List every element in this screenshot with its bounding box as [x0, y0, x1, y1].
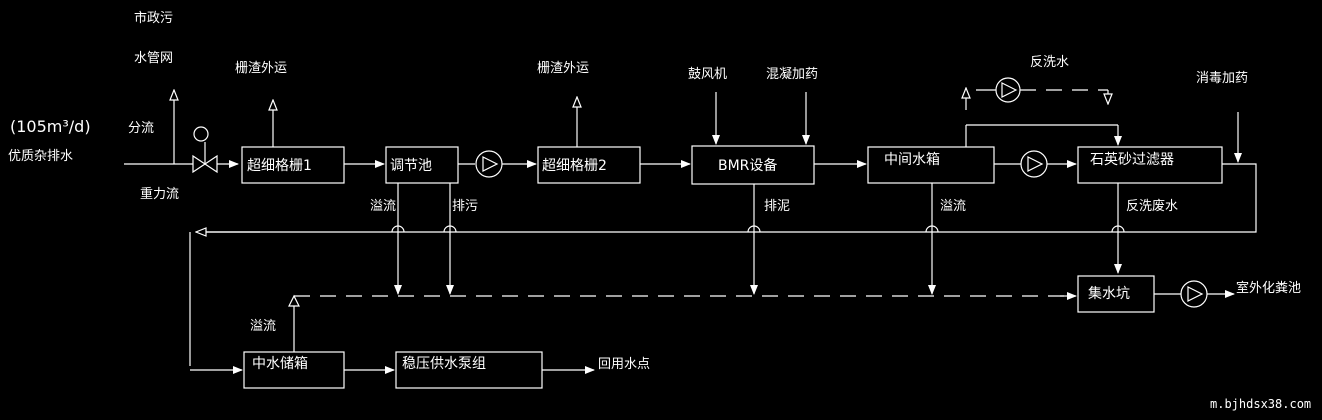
reclaimed-tank-box[interactable] [243, 351, 345, 389]
intermediate-tank-box[interactable] [867, 146, 995, 184]
watermark-text: m.bjhdsx38.com [1210, 397, 1311, 411]
screenings-out-1-label: 栅渣外运 [235, 61, 287, 76]
screen2-label: 超细格栅2 [542, 158, 607, 174]
municipal-label-line1: 市政污 [134, 10, 173, 26]
pump4-icon[interactable] [1180, 280, 1208, 308]
drain-eq-label: 排污 [452, 199, 478, 214]
booster-pumps-box[interactable] [395, 351, 543, 389]
bmr-label: BMR设备 [718, 157, 777, 174]
sand-filter-box[interactable] [1077, 146, 1223, 184]
overflow-eq-label: 溢流 [370, 199, 396, 214]
overflow-mid-label: 溢流 [940, 199, 966, 214]
equalization-tank-box[interactable] [385, 146, 459, 184]
screenings-out-2-label: 栅渣外运 [537, 61, 589, 76]
intermediate-tank-label: 中间水箱 [884, 152, 940, 168]
flow-rate-label: (105m³/d) [10, 117, 91, 136]
valve-icon[interactable] [192, 126, 218, 174]
backwash-water-label: 反洗水 [1030, 55, 1069, 70]
sump-label: 集水坑 [1088, 285, 1130, 302]
screen1-box[interactable] [241, 146, 345, 184]
disinfectant-label: 消毒加药 [1196, 71, 1248, 86]
overflow-storage-head [288, 294, 300, 307]
equalization-tank-label: 调节池 [390, 158, 432, 174]
reclaimed-tank-label: 中水储箱 [252, 356, 308, 372]
filter-outlet-line [200, 163, 1257, 233]
booster-pumps-label: 稳压供水泵组 [402, 356, 486, 372]
overflow-storage-label: 溢流 [250, 319, 276, 334]
screen1-label: 超细格栅1 [247, 158, 312, 174]
pump2-icon[interactable] [1020, 150, 1048, 178]
bmr-box[interactable] [691, 145, 815, 185]
backwash-waste-label: 反洗废水 [1126, 198, 1178, 214]
pump3-icon[interactable] [995, 77, 1021, 103]
split-flow-label: 分流 [128, 121, 154, 136]
to-septic-label: 室外化粪池 [1236, 280, 1301, 296]
gravity-flow-label: 重力流 [140, 186, 179, 202]
sump-box[interactable] [1077, 275, 1155, 313]
sand-filter-label: 石英砂过滤器 [1090, 151, 1174, 168]
municipal-label-line2: 水管网 [134, 51, 173, 66]
pump1-icon[interactable] [475, 150, 503, 178]
coagulant-label: 混凝加药 [766, 66, 818, 82]
reuse-points-label: 回用水点 [598, 357, 650, 372]
screen2-box[interactable] [537, 146, 641, 184]
blower-label: 鼓风机 [688, 67, 727, 82]
inlet-source-label: 优质杂排水 [8, 149, 73, 164]
sludge-label: 排泥 [764, 199, 790, 214]
